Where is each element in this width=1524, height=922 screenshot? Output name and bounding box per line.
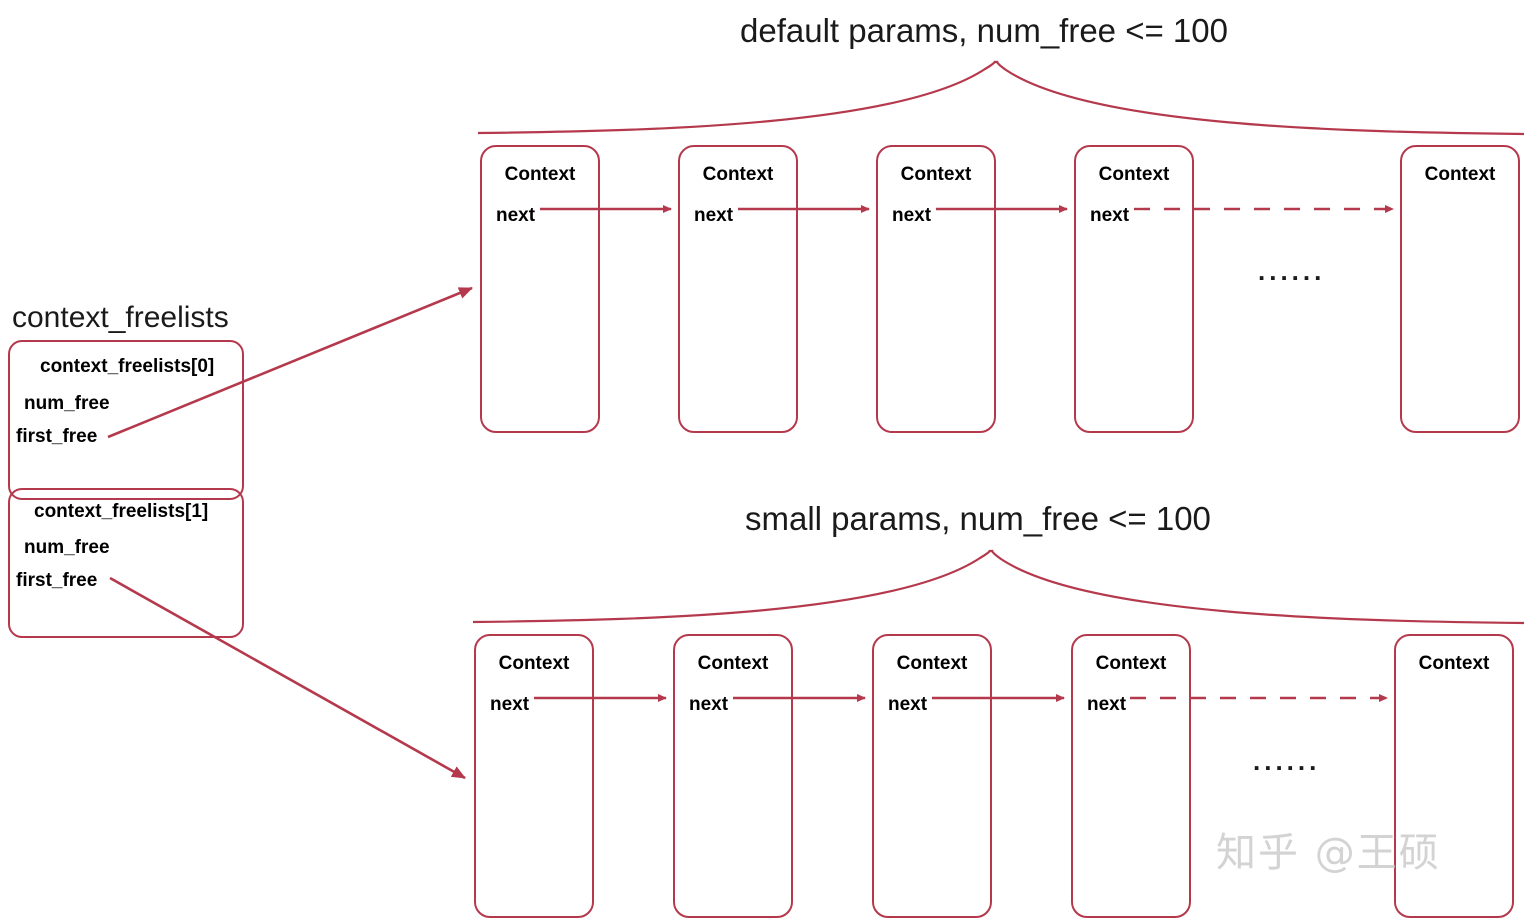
context-node-top-1: Context next bbox=[678, 145, 798, 433]
freelist-entry-0: context_freelists[0] num_free first_free bbox=[8, 340, 244, 500]
freelist-entry-1-num-free: num_free bbox=[24, 537, 110, 558]
freelist-entry-1-first-free: first_free bbox=[16, 570, 98, 591]
context-node-bottom-2-title: Context bbox=[896, 653, 968, 674]
context-node-bottom-4-title: Context bbox=[1418, 653, 1490, 674]
context-node-top-4: Context bbox=[1400, 145, 1520, 433]
context-node-top-2-next: next bbox=[892, 205, 932, 226]
context-node-top-1-title: Context bbox=[702, 164, 774, 185]
context-node-top-3-next: next bbox=[1090, 205, 1130, 226]
context-node-bottom-1: Context next bbox=[673, 634, 793, 918]
freelist-entry-1: context_freelists[1] num_free first_free bbox=[8, 488, 244, 638]
context-node-top-3: Context next bbox=[1074, 145, 1194, 433]
context-node-bottom-1-next: next bbox=[689, 694, 729, 715]
context-node-top-2: Context next bbox=[876, 145, 996, 433]
top-chain-ellipsis: ...... bbox=[1258, 256, 1326, 286]
section-title-default-params: default params, num_free <= 100 bbox=[740, 12, 1228, 49]
freelist-entry-1-title: context_freelists[1] bbox=[34, 501, 209, 522]
context-node-bottom-0: Context next bbox=[474, 634, 594, 918]
context-node-top-0-next: next bbox=[496, 205, 536, 226]
brace-small-params bbox=[472, 549, 1524, 625]
context-node-bottom-3: Context next bbox=[1071, 634, 1191, 918]
zhihu-watermark: 知乎 @王硕 bbox=[1216, 830, 1441, 876]
context-node-top-0: Context next bbox=[480, 145, 600, 433]
section-title-small-params: small params, num_free <= 100 bbox=[745, 500, 1211, 537]
context-node-bottom-4: Context bbox=[1394, 634, 1514, 918]
bottom-chain-ellipsis: ...... bbox=[1253, 746, 1321, 776]
freelist-entry-0-first-free: first_free bbox=[16, 426, 98, 447]
context-node-top-4-title: Context bbox=[1424, 164, 1496, 185]
freelist-entry-0-num-free: num_free bbox=[24, 393, 110, 414]
context-freelists-label: context_freelists bbox=[12, 301, 229, 334]
context-node-bottom-0-title: Context bbox=[498, 653, 570, 674]
context-node-bottom-3-next: next bbox=[1087, 694, 1127, 715]
freelist-entry-0-title: context_freelists[0] bbox=[40, 356, 215, 377]
context-node-bottom-2-next: next bbox=[888, 694, 928, 715]
context-node-top-2-title: Context bbox=[900, 164, 972, 185]
context-node-bottom-3-title: Context bbox=[1095, 653, 1167, 674]
context-node-top-0-title: Context bbox=[504, 164, 576, 185]
context-node-top-3-title: Context bbox=[1098, 164, 1170, 185]
context-node-bottom-1-title: Context bbox=[697, 653, 769, 674]
brace-default-params bbox=[477, 60, 1524, 136]
context-node-bottom-0-next: next bbox=[490, 694, 530, 715]
context-node-top-1-next: next bbox=[694, 205, 734, 226]
context-node-bottom-2: Context next bbox=[872, 634, 992, 918]
